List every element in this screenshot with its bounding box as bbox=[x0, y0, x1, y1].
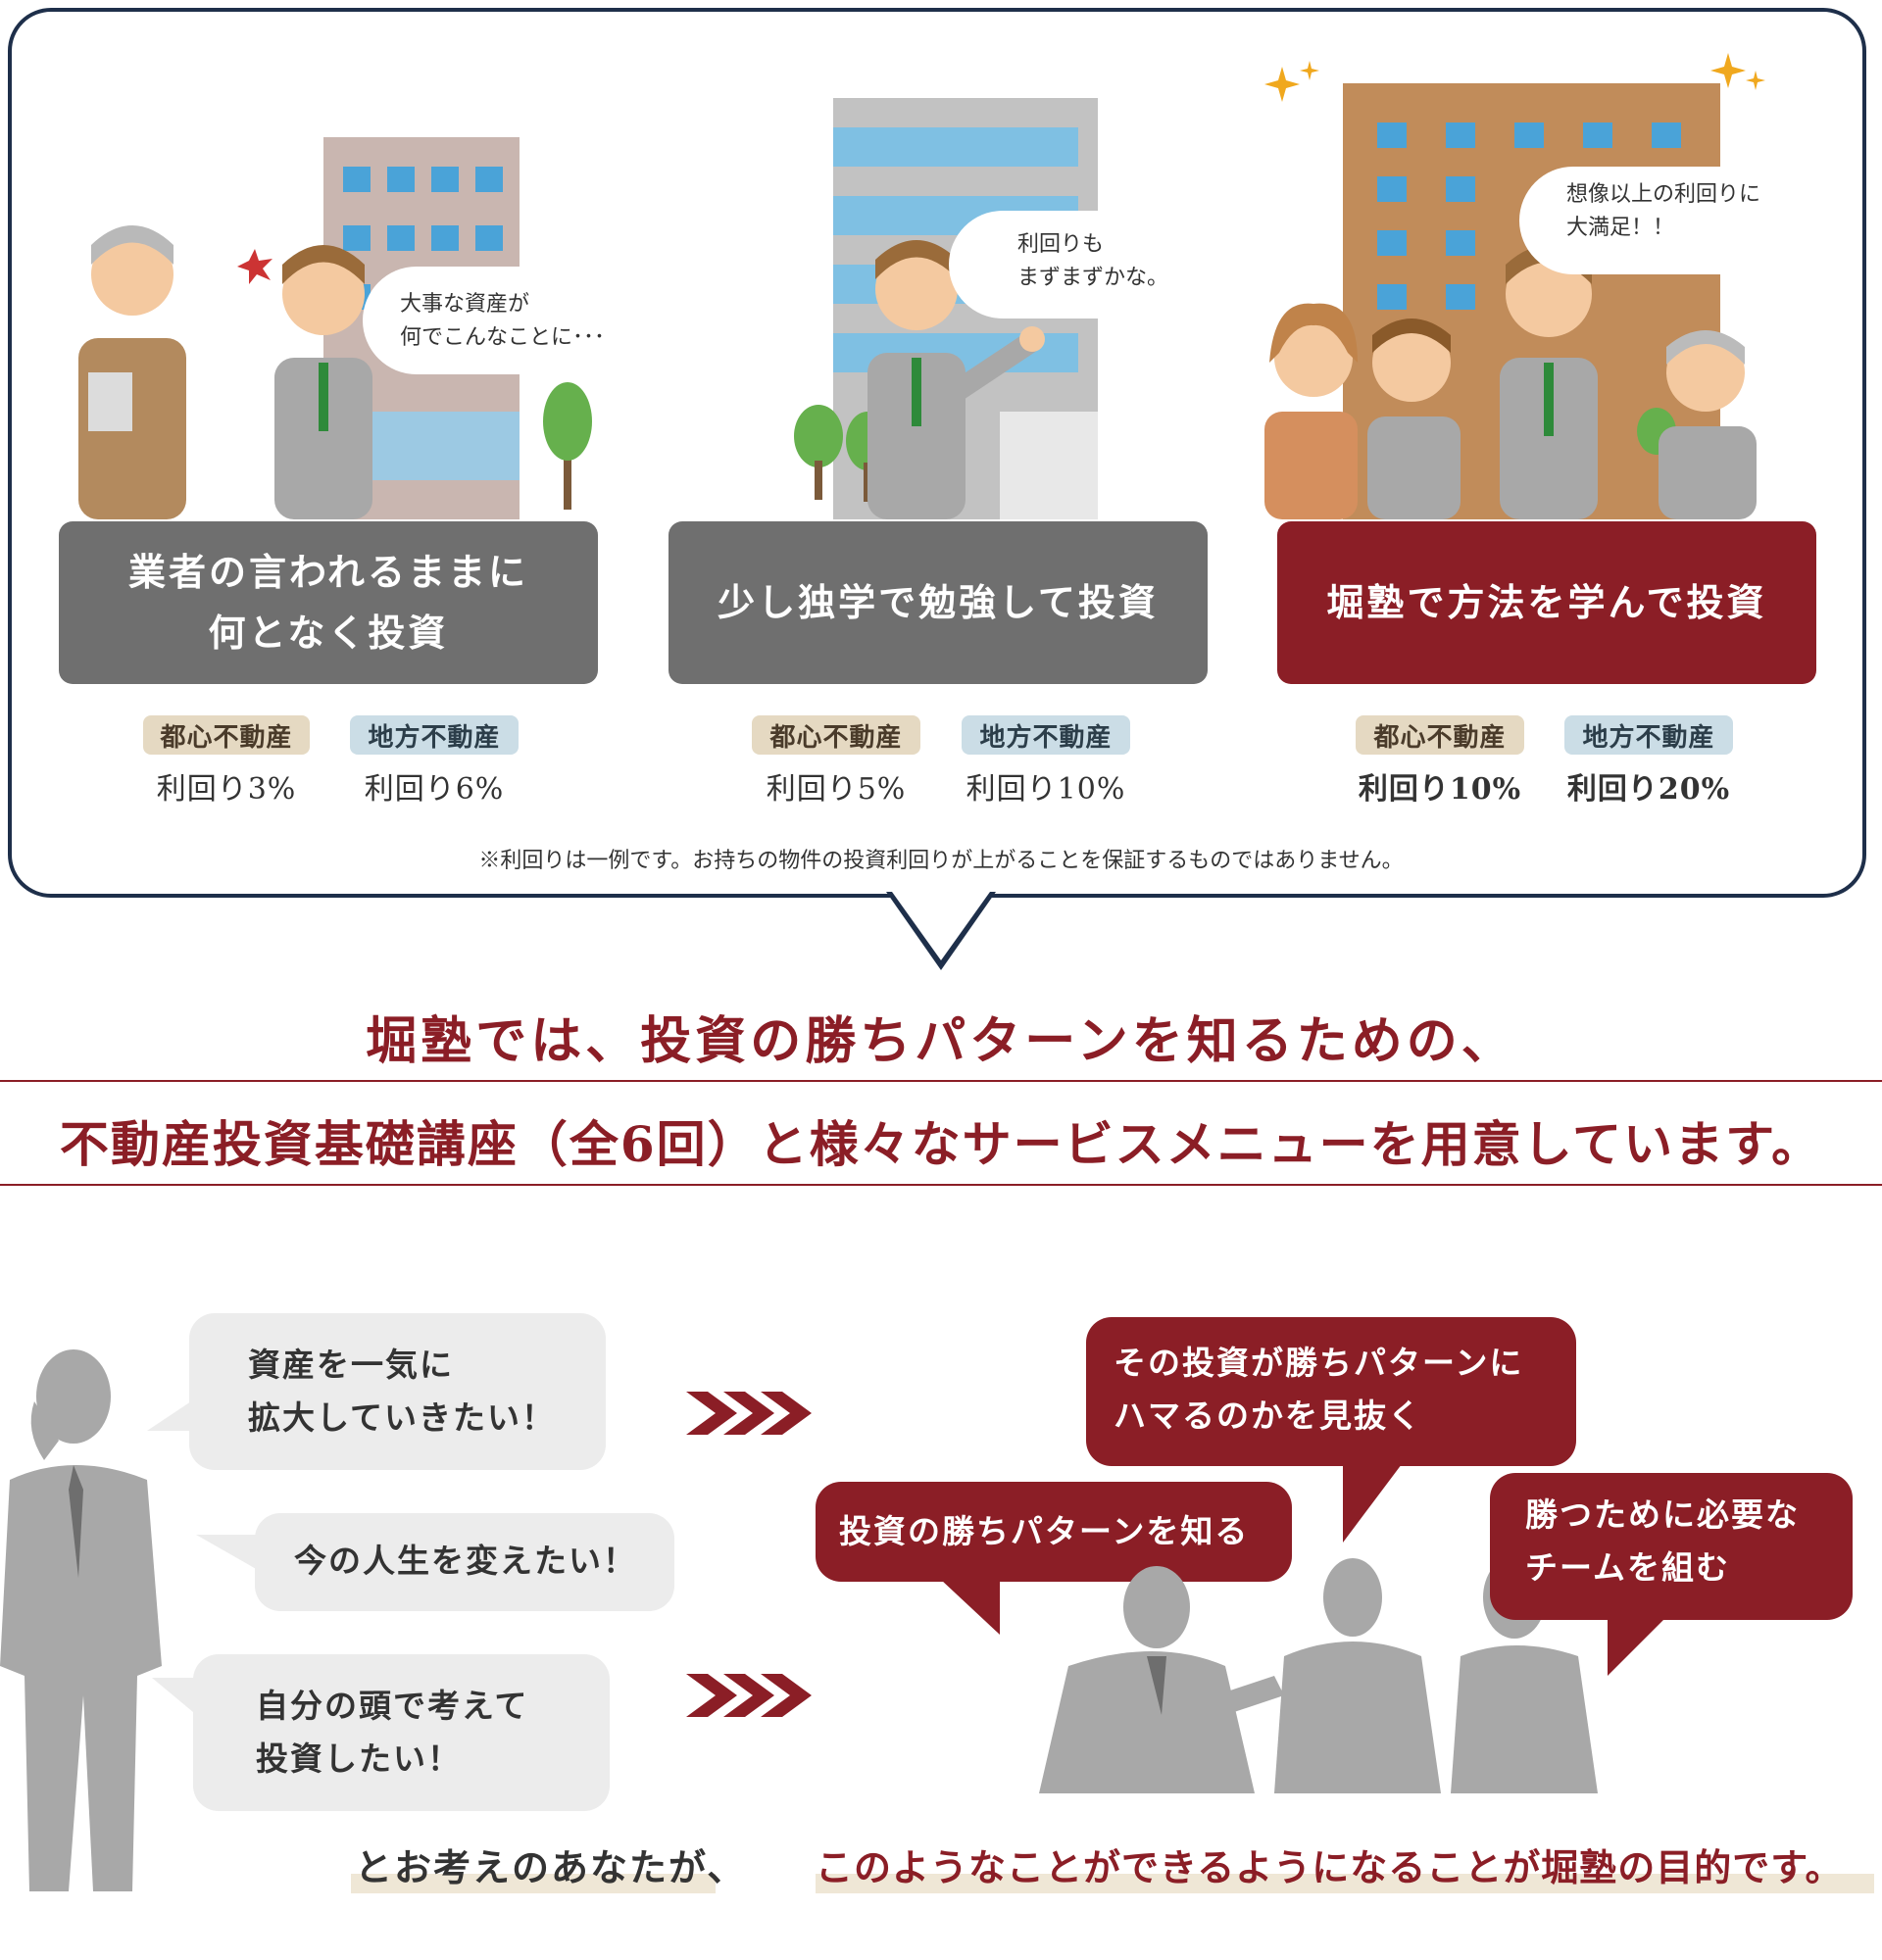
scenario-2-label-line1: 少し独学で勉強して投資 bbox=[718, 580, 1159, 624]
heading-rule-bottom bbox=[0, 1184, 1882, 1186]
scenario-3-speech-line1: 想像以上の利回りに bbox=[1566, 182, 1761, 207]
wish-1-line2: 拡大していきたい！ bbox=[248, 1398, 557, 1437]
scenario-3-label: 堀塾で方法を学んで投資 bbox=[1277, 521, 1816, 684]
scenario-1-tag-rural: 地方不動産 bbox=[350, 715, 519, 755]
person-silhouette bbox=[0, 1349, 162, 1891]
wish-bubble-2: 今の人生を変えたい！ bbox=[255, 1513, 674, 1611]
scenario-2-speech-line2: まずまずかな。 bbox=[1017, 266, 1169, 290]
panel-pointer bbox=[886, 892, 996, 970]
scenario-3-yield-rural: 利回り20% bbox=[1566, 772, 1731, 807]
scenario-2-tag-urban: 都心不動産 bbox=[752, 715, 920, 755]
scenario-2-speech-line1: 利回りも bbox=[1017, 232, 1105, 257]
scenario-1-speech-line1: 大事な資産が bbox=[400, 292, 530, 317]
goal-3-tail bbox=[1608, 1617, 1666, 1676]
goal-2-tail bbox=[941, 1580, 1000, 1635]
goal-bubble-1: その投資が勝ちパターンに ハマるのかを見抜く bbox=[1086, 1317, 1576, 1466]
scenario-3-yield-urban: 利回り10% bbox=[1358, 772, 1522, 807]
scenario-1-yield-rural: 利回り6% bbox=[364, 772, 505, 807]
wish-bubble-3: 自分の頭で考えて 投資したい！ bbox=[193, 1654, 610, 1811]
sparkle-icon bbox=[1264, 61, 1319, 102]
scenario-3-speech: 想像以上の利回りに 大満足！！ bbox=[1519, 167, 1833, 274]
scenario-2-speech: 利回りも まずまずかな。 bbox=[949, 211, 1213, 318]
wish-2-tail bbox=[196, 1535, 265, 1574]
disclaimer-note: ※利回りは一例です。お持ちの物件の投資利回りが上がることを保証するものではありま… bbox=[478, 849, 1404, 873]
footer-right-text: このようなことができるようになることが堀塾の目的です。 bbox=[816, 1845, 1844, 1889]
scenario-3-illustration bbox=[1264, 83, 1757, 519]
scenario-3-tag-urban: 都心不動産 bbox=[1356, 715, 1524, 755]
wish-1-line1: 資産を一気に bbox=[248, 1346, 454, 1384]
scenario-3-label-line1: 堀塾で方法を学んで投資 bbox=[1326, 580, 1767, 624]
goal-1-tail bbox=[1343, 1464, 1402, 1543]
scenario-1-label-line1: 業者の言われるままに bbox=[127, 550, 529, 594]
wish-bubble-1: 資産を一気に 拡大していきたい！ bbox=[189, 1313, 606, 1470]
anger-mark-icon bbox=[237, 249, 272, 284]
goal-1-line1: その投資が勝ちパターンに bbox=[1114, 1344, 1524, 1382]
footer-left-text: とお考えのあなたが、 bbox=[355, 1845, 747, 1889]
scenario-1-yield-urban: 利回り3% bbox=[156, 772, 297, 807]
goal-3-line2: チームを組む bbox=[1525, 1548, 1731, 1587]
footer-left-underline bbox=[351, 1874, 716, 1893]
wish-2-line1: 今の人生を変えたい！ bbox=[294, 1542, 637, 1580]
scenario-1-tag-urban: 都心不動産 bbox=[143, 715, 310, 755]
heading-rule-top bbox=[0, 1080, 1882, 1082]
goal-1-line2: ハマるのかを見抜く bbox=[1114, 1396, 1422, 1435]
footer-right-underline bbox=[816, 1874, 1874, 1893]
sparkle-icon-right bbox=[1710, 53, 1765, 90]
goal-bubble-2: 投資の勝ちパターンを知る bbox=[816, 1482, 1292, 1582]
scenario-1-label-line2: 何となく投資 bbox=[208, 611, 449, 655]
scenario-1-label: 業者の言われるままに 何となく投資 bbox=[59, 521, 598, 684]
scenario-2-tag-rural: 地方不動産 bbox=[962, 715, 1130, 755]
scenario-2-label: 少し独学で勉強して投資 bbox=[669, 521, 1208, 684]
scenario-3-tag-rural: 地方不動産 bbox=[1564, 715, 1733, 755]
goal-bubble-3: 勝つために必要な チームを組む bbox=[1490, 1473, 1853, 1620]
scenario-1-speech-line2: 何でこんなことに･･･ bbox=[400, 325, 606, 350]
heading-line2: 不動産投資基礎講座（全6回）と様々なサービスメニューを用意しています。 bbox=[59, 1115, 1823, 1173]
goal-2-line1: 投資の勝ちパターンを知る bbox=[839, 1512, 1250, 1550]
heading-line1: 堀塾では、投資の勝ちパターンを知るための、 bbox=[366, 1011, 1516, 1071]
scenario-3-speech-line2: 大満足！！ bbox=[1566, 216, 1675, 240]
scenario-2-yield-urban: 利回り5% bbox=[766, 772, 907, 807]
arrow-chevrons-icon bbox=[686, 1392, 812, 1435]
goal-3-line1: 勝つために必要な bbox=[1525, 1495, 1800, 1534]
wish-3-line2: 投資したい！ bbox=[256, 1740, 462, 1778]
scenario-2-yield-rural: 利回り10% bbox=[966, 772, 1126, 807]
arrow-chevrons-icon-2 bbox=[686, 1674, 812, 1717]
scenario-1-illustration bbox=[78, 137, 592, 519]
team-silhouettes bbox=[1039, 1558, 1598, 1793]
scenario-1-speech: 大事な資産が 何でこんなことに･･･ bbox=[363, 267, 647, 374]
wish-3-line1: 自分の頭で考えて bbox=[256, 1687, 529, 1725]
